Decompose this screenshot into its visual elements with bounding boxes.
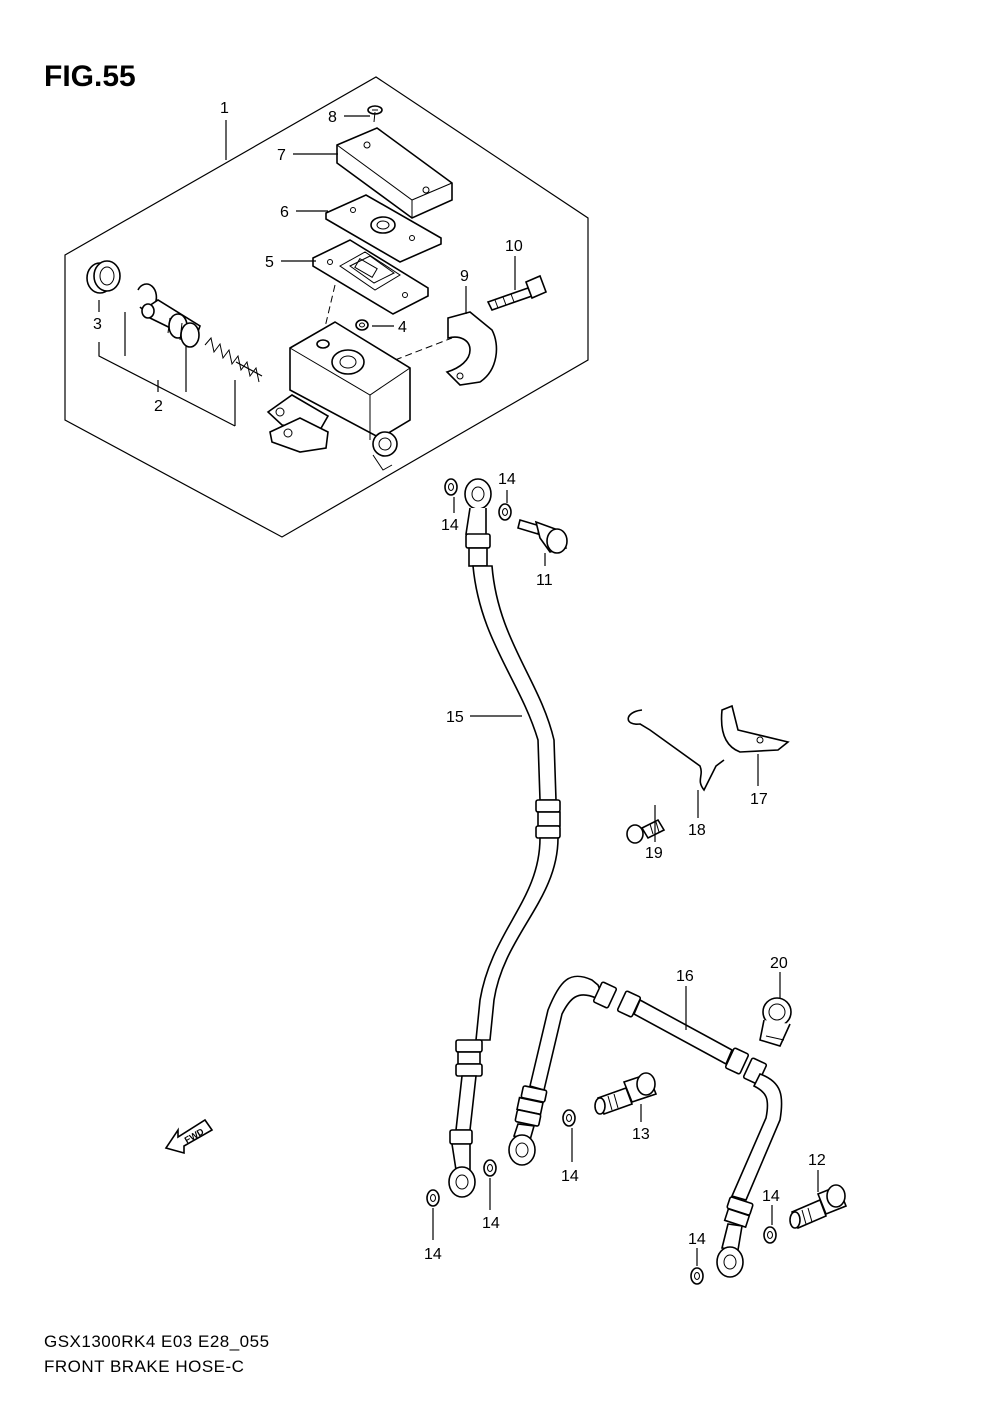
callout-20: 20 (770, 955, 788, 972)
callout-1: 1 (220, 100, 229, 117)
holder-bolt (486, 274, 548, 311)
callout-14-upper-left: 14 (441, 517, 459, 534)
callout-9: 9 (460, 268, 469, 285)
lower-left-washer-a (426, 1189, 440, 1207)
diaphragm (312, 239, 429, 315)
callout-14-lower-center: 14 (482, 1215, 500, 1232)
reservoir-screw (367, 105, 383, 123)
union-bolt-12 (789, 1184, 848, 1230)
callout-14-lower-right: 14 (762, 1188, 780, 1205)
callout-10: 10 (505, 238, 523, 255)
callout-19: 19 (645, 845, 663, 862)
piston-boot (86, 260, 121, 294)
piston-spring (204, 336, 260, 383)
callout-16: 16 (676, 968, 694, 985)
upper-banjo-washer-right (498, 503, 512, 521)
front-brake-hose-upper (448, 533, 561, 1198)
figure-title: FIG.55 (44, 60, 136, 93)
callout-5: 5 (265, 254, 274, 271)
handlebar-holder (445, 311, 498, 386)
callout-12: 12 (808, 1152, 826, 1169)
washer-12 (763, 1226, 777, 1244)
model-code: GSX1300RK4 E03 E28_055 (44, 1332, 270, 1351)
callout-14-bottom: 14 (688, 1231, 706, 1248)
diagram-caption: FRONT BRAKE HOSE-C (44, 1357, 245, 1376)
upper-banjo-bolt (517, 518, 568, 554)
callout-6: 6 (280, 204, 289, 221)
o-ring (355, 319, 369, 331)
front-brake-hose-lower (508, 975, 783, 1278)
hose-bracket (720, 704, 790, 753)
callout-18: 18 (688, 822, 706, 839)
master-cylinder-body (266, 321, 411, 471)
washer-lower-right (690, 1267, 704, 1285)
callout-14-middle: 14 (561, 1168, 579, 1185)
callout-17: 17 (750, 791, 768, 808)
reservoir-plate (325, 194, 442, 263)
callout-7: 7 (277, 147, 286, 164)
bracket-bolt (626, 818, 666, 844)
callout-11: 11 (536, 572, 553, 589)
reservoir-cap (336, 127, 453, 219)
lower-left-washer-b (483, 1159, 497, 1177)
upper-banjo-washer-left (444, 478, 458, 496)
hose-clamp-wire (627, 709, 725, 792)
callout-15: 15 (446, 709, 464, 726)
callout-8: 8 (328, 109, 337, 126)
callout-14-lower-left: 14 (424, 1246, 442, 1263)
union-bolt-13 (594, 1072, 658, 1116)
piston (141, 299, 201, 348)
hose-clip (759, 997, 792, 1047)
upper-banjo-fitting (464, 478, 492, 537)
assembly-boundary (64, 76, 589, 538)
callout-3: 3 (93, 316, 102, 333)
callout-2: 2 (154, 398, 163, 415)
callout-13: 13 (632, 1126, 650, 1143)
forward-arrow-icon: FWD (164, 1118, 214, 1155)
callout-14-upper-right: 14 (498, 471, 516, 488)
washer-13 (562, 1109, 576, 1127)
callout-4: 4 (398, 319, 407, 336)
